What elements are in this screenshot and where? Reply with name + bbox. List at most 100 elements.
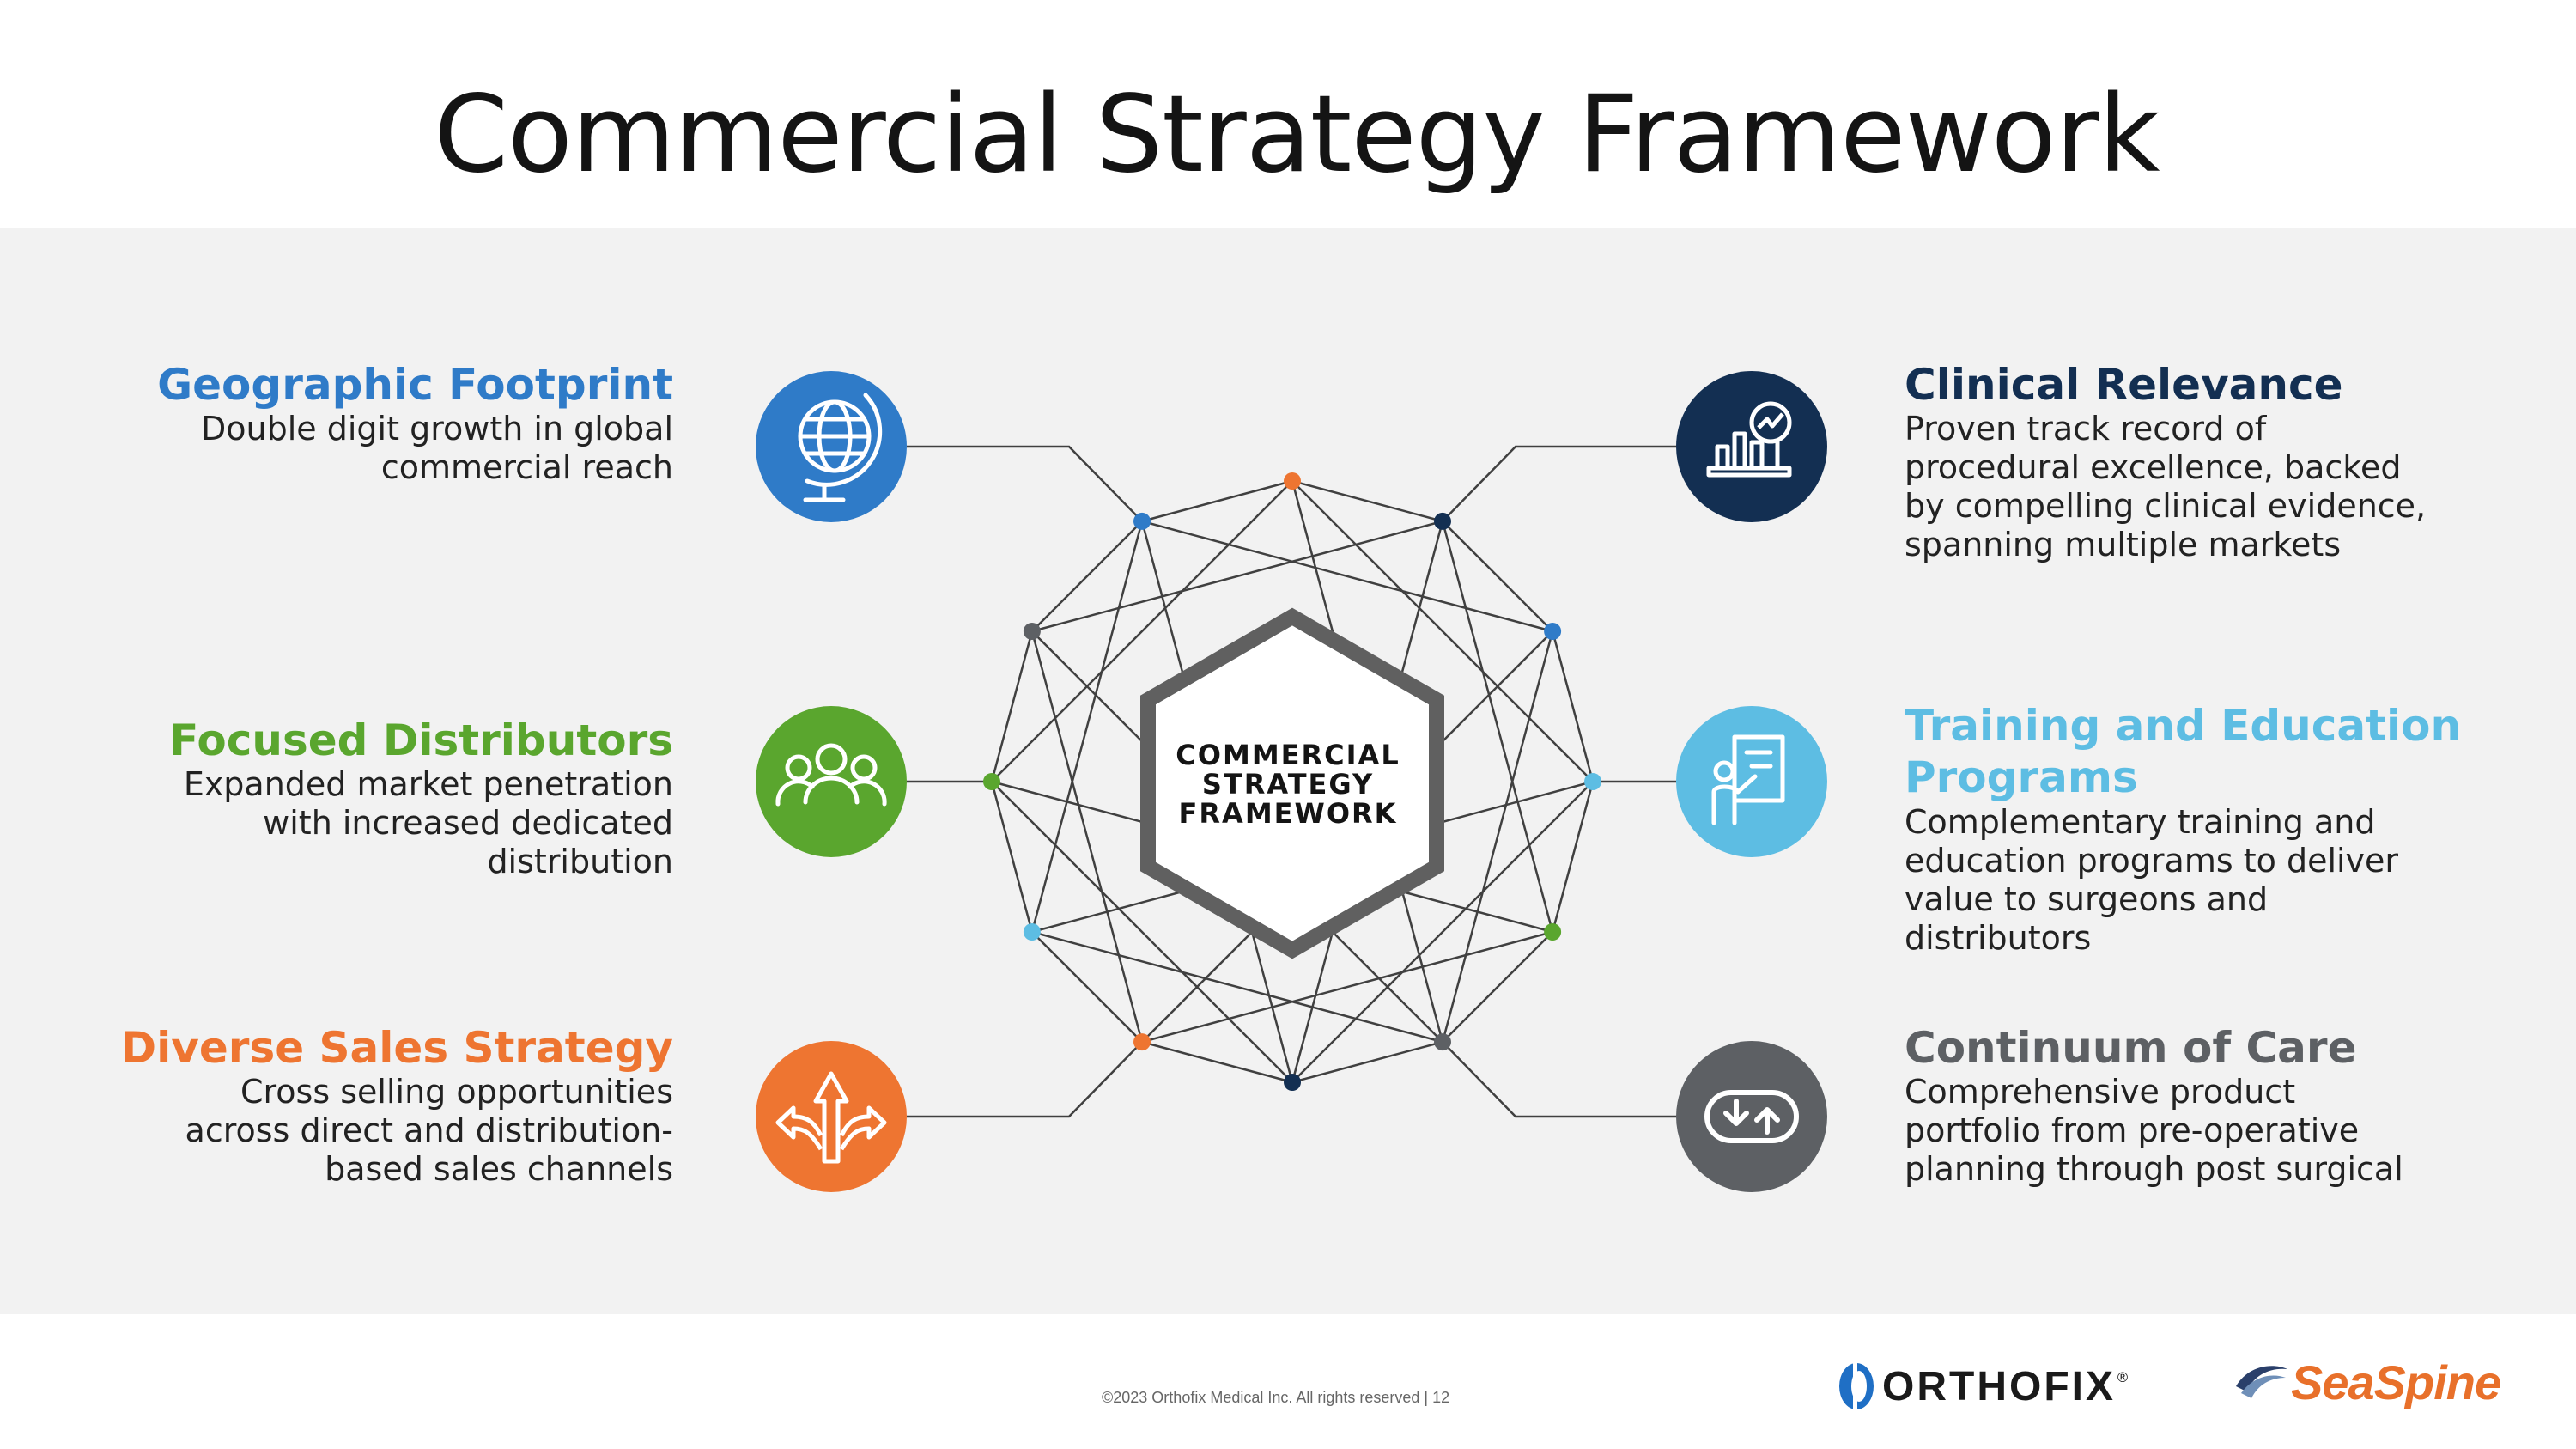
- network-node: [983, 773, 1000, 790]
- connector-clinical: [1442, 445, 1676, 522]
- orthofix-mark-icon: [1839, 1361, 1874, 1411]
- network-edge: [1030, 521, 1144, 933]
- clinical-relevance-title: Clinical Relevance: [1905, 360, 2343, 410]
- center-label-line-2: STRATEGY: [1202, 768, 1374, 801]
- network-node: [1544, 623, 1562, 640]
- continuum-of-care-desc: Comprehensive product portfolio from pre…: [1905, 1073, 2403, 1189]
- connector-care: [1442, 1041, 1676, 1118]
- training-education-badge: [1676, 706, 1827, 857]
- network-node: [1284, 472, 1301, 490]
- network-edge: [1141, 479, 1293, 523]
- network-edge: [1031, 521, 1143, 632]
- network-edge: [990, 630, 1034, 782]
- network-edge: [1141, 1040, 1293, 1084]
- geographic-footprint-desc: Double digit growth in global commercial…: [86, 410, 673, 487]
- network-edge: [1442, 521, 1553, 632]
- network-edge: [1291, 781, 1594, 1083]
- desc-line: spanning multiple markets: [1905, 526, 2342, 563]
- people-group-icon: [775, 743, 887, 807]
- desc-line: education programs to deliver: [1905, 842, 2399, 880]
- network-edge: [991, 781, 1293, 1083]
- center-hexagon: [1140, 607, 1444, 959]
- desc-line: distributors: [1905, 919, 2092, 957]
- desc-line: portfolio from pre-operative: [1905, 1111, 2360, 1149]
- bar-chart-icon: [1706, 401, 1792, 478]
- desc-line: across direct and distribution-: [185, 1111, 673, 1149]
- connector-sales: [907, 1041, 1143, 1118]
- network-node: [1434, 512, 1451, 530]
- continuum-of-care-title: Continuum of Care: [1905, 1023, 2357, 1073]
- orthofix-logo: ORTHOFIX ®: [1838, 1361, 2129, 1412]
- training-education-desc: Complementary training and education pro…: [1905, 803, 2398, 958]
- network-edge: [1291, 1040, 1443, 1084]
- footer-copyright: ©2023 Orthofix Medical Inc. All rights r…: [1102, 1389, 1450, 1406]
- orthofix-wordmark: ORTHOFIX: [1882, 1363, 2116, 1409]
- desc-line: based sales channels: [325, 1150, 673, 1188]
- network-edge: [1031, 930, 1443, 1044]
- geographic-footprint-title: Geographic Footprint: [157, 360, 673, 410]
- continuum-of-care-badge: [1676, 1041, 1827, 1192]
- network-edge: [1141, 930, 1553, 1044]
- cycle-arrows-icon: [1704, 1090, 1799, 1143]
- network-node: [1584, 773, 1601, 790]
- focused-distributors-badge: [756, 706, 907, 857]
- seaspine-wave-icon: [2236, 1366, 2287, 1398]
- desc-line: Proven track record of: [1905, 410, 2267, 447]
- network-edge: [1551, 781, 1595, 933]
- network-node: [1023, 923, 1041, 941]
- desc-line: procedural excellence, backed: [1905, 448, 2402, 486]
- network-edge: [990, 781, 1034, 933]
- clinical-relevance-badge: [1676, 371, 1827, 522]
- trademark-mark: ®: [2116, 1369, 2129, 1385]
- network-node: [1133, 1033, 1151, 1051]
- focused-distributors-title: Focused Distributors: [169, 715, 673, 765]
- desc-line: with increased dedicated: [263, 804, 673, 842]
- diverse-sales-strategy-badge: [756, 1041, 907, 1192]
- network-edge: [991, 480, 1293, 782]
- network-node: [1023, 623, 1041, 640]
- training-education-title: Training and Education Programs: [1905, 700, 2461, 803]
- page-title: Commercial Strategy Framework: [434, 73, 2160, 197]
- network-nodes: [983, 472, 1601, 1091]
- globe-icon: [798, 393, 883, 502]
- focused-distributors-desc: Expanded market penetration with increas…: [86, 765, 673, 881]
- network-node: [1284, 1074, 1301, 1091]
- geographic-footprint-badge: [756, 371, 907, 522]
- network-edge: [1441, 521, 1554, 933]
- seaspine-wordmark: SeaSpine: [2291, 1355, 2501, 1409]
- desc-line: commercial reach: [380, 448, 673, 486]
- presentation-board-icon: [1711, 734, 1785, 825]
- diverging-arrows-icon: [775, 1071, 887, 1164]
- diverse-sales-strategy-desc: Cross selling opportunities across direc…: [86, 1073, 673, 1189]
- connector-lines: [907, 445, 1676, 1118]
- desc-line: distribution: [487, 843, 673, 880]
- network-edge: [1442, 931, 1553, 1043]
- network-edge: [1441, 630, 1554, 1043]
- center-label-line-1: COMMERCIAL: [1176, 739, 1400, 771]
- desc-line: by compelling clinical evidence,: [1905, 487, 2427, 525]
- desc-line: Cross selling opportunities: [240, 1073, 673, 1111]
- desc-line: Expanded market penetration: [183, 765, 673, 803]
- desc-line: planning through post surgical: [1905, 1150, 2403, 1188]
- network-edge: [1291, 479, 1443, 523]
- title-line: Programs: [1905, 752, 2138, 802]
- seaspine-logo: SeaSpine: [2233, 1352, 2501, 1412]
- network-node: [1544, 923, 1562, 941]
- network-edge: [1141, 520, 1553, 633]
- diverse-sales-strategy-title: Diverse Sales Strategy: [120, 1023, 673, 1073]
- center-label-line-3: FRAMEWORK: [1179, 797, 1398, 830]
- network-edge: [1030, 630, 1144, 1043]
- network-edge: [1031, 931, 1143, 1043]
- desc-line: Complementary training and: [1905, 803, 2376, 841]
- clinical-relevance-desc: Proven track record of procedural excell…: [1905, 410, 2426, 564]
- connector-geographic: [907, 445, 1143, 522]
- network-node: [1133, 512, 1151, 530]
- network-edge: [1291, 480, 1594, 782]
- desc-line: Double digit growth in global: [201, 410, 673, 447]
- desc-line: Comprehensive product: [1905, 1073, 2296, 1111]
- network-node: [1434, 1033, 1451, 1051]
- title-line: Training and Education: [1905, 701, 2462, 751]
- network-edge: [1031, 520, 1443, 633]
- network-edge: [1551, 630, 1595, 782]
